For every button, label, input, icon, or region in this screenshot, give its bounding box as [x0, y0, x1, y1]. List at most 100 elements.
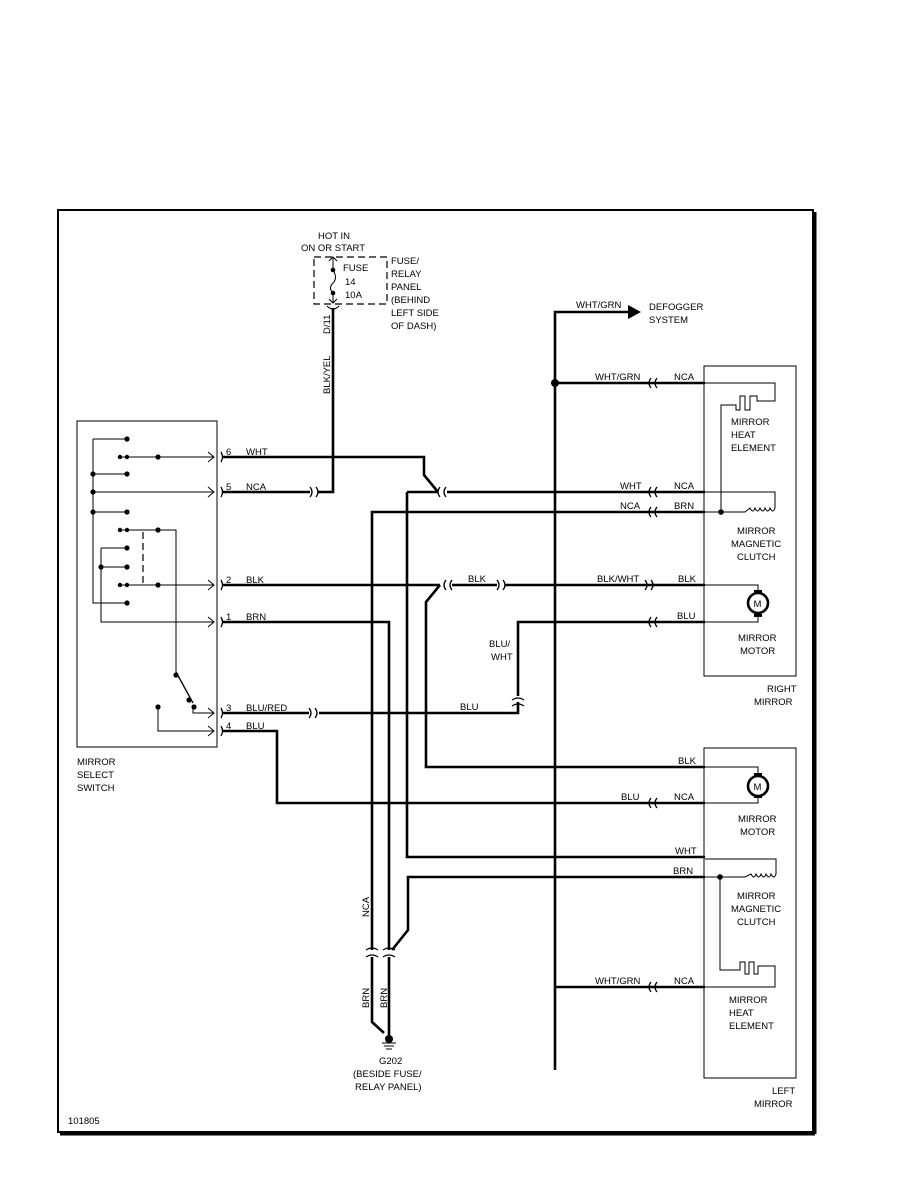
- fuse-panel-label-5: LEFT SIDE: [391, 308, 439, 319]
- rm-w0-inner: NCA: [674, 372, 695, 383]
- mirror-connectors: [644, 377, 658, 993]
- lm-w0-inner: BLK: [678, 756, 697, 767]
- diagram-frame: [57, 209, 814, 1133]
- pin-6: 6: [226, 447, 231, 458]
- lm-w4-inner: NCA: [674, 976, 695, 987]
- rm-clutch-label-1: MIRROR: [737, 526, 776, 537]
- right-mirror: MIRROR HEAT ELEMENT MIRROR MAGNETIC CLUT…: [703, 365, 797, 708]
- fuse-panel-label-4: (BEHIND: [391, 295, 430, 306]
- lm-heat-label-1: MIRROR: [729, 995, 768, 1006]
- fuse-block: HOT IN ON OR START FUSE 14 10A FUSE/ REL…: [301, 231, 439, 394]
- lm-motor-label-1: MIRROR: [738, 814, 777, 825]
- motor-icon: [746, 774, 770, 798]
- pin-4: 4: [226, 721, 231, 732]
- fuse-panel-label-6: OF DASH): [391, 321, 436, 332]
- wire-labels: WHT/GRN DEFOGGER SYSTEM WHT/GRN NCA WHT …: [460, 300, 704, 987]
- lm-w4-outer: WHT/GRN: [595, 976, 641, 987]
- pin-2-wire: BLK: [246, 575, 265, 586]
- pin-1-wire: BRN: [246, 612, 266, 623]
- fuse-panel-label-3: PANEL: [391, 282, 421, 293]
- rm-clutch-label-2: MAGNETIC: [731, 539, 781, 550]
- pin-2: 2: [226, 575, 231, 586]
- lm-heat-label-3: ELEMENT: [729, 1021, 774, 1032]
- ground-brn-label-1: BRN: [361, 988, 372, 1008]
- rm-motor-label-2: MOTOR: [740, 646, 775, 657]
- rm-w2-outer: NCA: [620, 501, 641, 512]
- fuse-panel-label-1: FUSE/: [391, 256, 419, 267]
- clutch-coil-icon: [705, 858, 777, 878]
- figure-id: 101805: [68, 1116, 100, 1127]
- mid-bluwht-label-2: WHT: [491, 652, 513, 663]
- fuse-panel-label-2: RELAY: [391, 269, 422, 280]
- ground-g202: NCA BRN BRN G202 (BESIDE FUSE/ RELAY PAN…: [353, 896, 422, 1093]
- rm-w3-outer: BLK/WHT: [597, 574, 639, 585]
- fuse-number: 14: [345, 277, 356, 288]
- pin-5: 5: [226, 482, 231, 493]
- pin-3-wire: BLU/RED: [246, 703, 287, 714]
- switch-label-2: SELECT: [77, 770, 114, 781]
- switch-pins: 6 WHT 5 NCA 2 BLK 1 BRN 3 BLU/RED 4 BLU: [220, 447, 287, 737]
- rm-clutch-label-3: CLUTCH: [737, 552, 776, 563]
- lm-motor-symbol: M: [754, 782, 762, 793]
- rm-heat-label-3: ELEMENT: [731, 443, 776, 454]
- defogger-label-2: SYSTEM: [649, 315, 688, 326]
- pin-1: 1: [226, 612, 231, 623]
- defogger-label-1: DEFOGGER: [649, 302, 704, 313]
- fuse-label: FUSE: [343, 263, 368, 274]
- lm-clutch-label-1: MIRROR: [737, 891, 776, 902]
- left-mirror-label-2: MIRROR: [754, 1099, 793, 1110]
- ground-id: G202: [379, 1056, 402, 1067]
- lm-w1-outer: BLU: [621, 792, 640, 803]
- switch-label-1: MIRROR: [77, 757, 116, 768]
- motor-icon: [746, 591, 770, 615]
- arrow-icon: [628, 305, 641, 319]
- wires: [222, 305, 705, 1070]
- pin-5-wire: NCA: [246, 482, 267, 493]
- pin-3: 3: [226, 703, 231, 714]
- power-label-2: ON OR START: [301, 243, 365, 254]
- rm-heat-label-2: HEAT: [731, 430, 756, 441]
- rm-motor-symbol: M: [754, 599, 762, 610]
- ground-brn-label-2: BRN: [379, 988, 390, 1008]
- rm-w1-inner: NCA: [674, 481, 695, 492]
- feed-wire-label: BLK/YEL: [322, 355, 333, 394]
- ground-label-2: RELAY PANEL): [355, 1082, 422, 1093]
- lm-w2-inner: WHT: [675, 846, 697, 857]
- wire-blk-yel: [318, 308, 335, 494]
- lm-clutch-label-3: CLUTCH: [737, 917, 776, 928]
- mid-blu-label: BLU: [460, 702, 479, 713]
- right-mirror-label-2: MIRROR: [754, 697, 793, 708]
- lm-clutch-label-2: MAGNETIC: [731, 904, 781, 915]
- switch-label-3: SWITCH: [77, 783, 115, 794]
- ground-label-1: (BESIDE FUSE/: [353, 1069, 422, 1080]
- pin-6-wire: WHT: [246, 447, 268, 458]
- defogger-wire-label: WHT/GRN: [576, 300, 622, 311]
- fuse-rating: 10A: [345, 290, 363, 301]
- ground-icon: [385, 1035, 393, 1043]
- rm-w4-inner: BLU: [677, 611, 696, 622]
- mirror-select-switch: MIRROR SELECT SWITCH: [76, 420, 218, 794]
- lm-w1-inner: NCA: [674, 792, 695, 803]
- clutch-coil-icon: [705, 491, 776, 513]
- heat-element-icon: [705, 877, 776, 988]
- rm-w2-inner: BRN: [674, 501, 694, 512]
- lm-w3-inner: BRN: [673, 866, 693, 877]
- rm-w3-inner: BLK: [678, 574, 697, 585]
- rm-heat-label-1: MIRROR: [731, 417, 770, 428]
- rm-w0-outer: WHT/GRN: [595, 372, 641, 383]
- pin-4-wire: BLU: [246, 721, 265, 732]
- left-mirror: M MIRROR MOTOR MIRROR MAGNETIC CLUTCH MI…: [703, 747, 797, 1110]
- mid-bluwht-label-1: BLU/: [489, 639, 510, 650]
- heat-element-icon: [705, 382, 776, 512]
- fuse-terminal-label: D/11: [322, 315, 333, 334]
- rm-motor-label-1: MIRROR: [738, 633, 777, 644]
- power-label-1: HOT IN: [318, 231, 350, 242]
- lm-motor-label-2: MOTOR: [740, 827, 775, 838]
- fuse-icon: [330, 269, 336, 294]
- lm-heat-label-2: HEAT: [729, 1008, 754, 1019]
- right-mirror-label-1: RIGHT: [767, 684, 797, 695]
- ground-nca-label: NCA: [361, 896, 372, 917]
- rm-w1-outer: WHT: [620, 481, 642, 492]
- mid-blk-label: BLK: [468, 574, 487, 585]
